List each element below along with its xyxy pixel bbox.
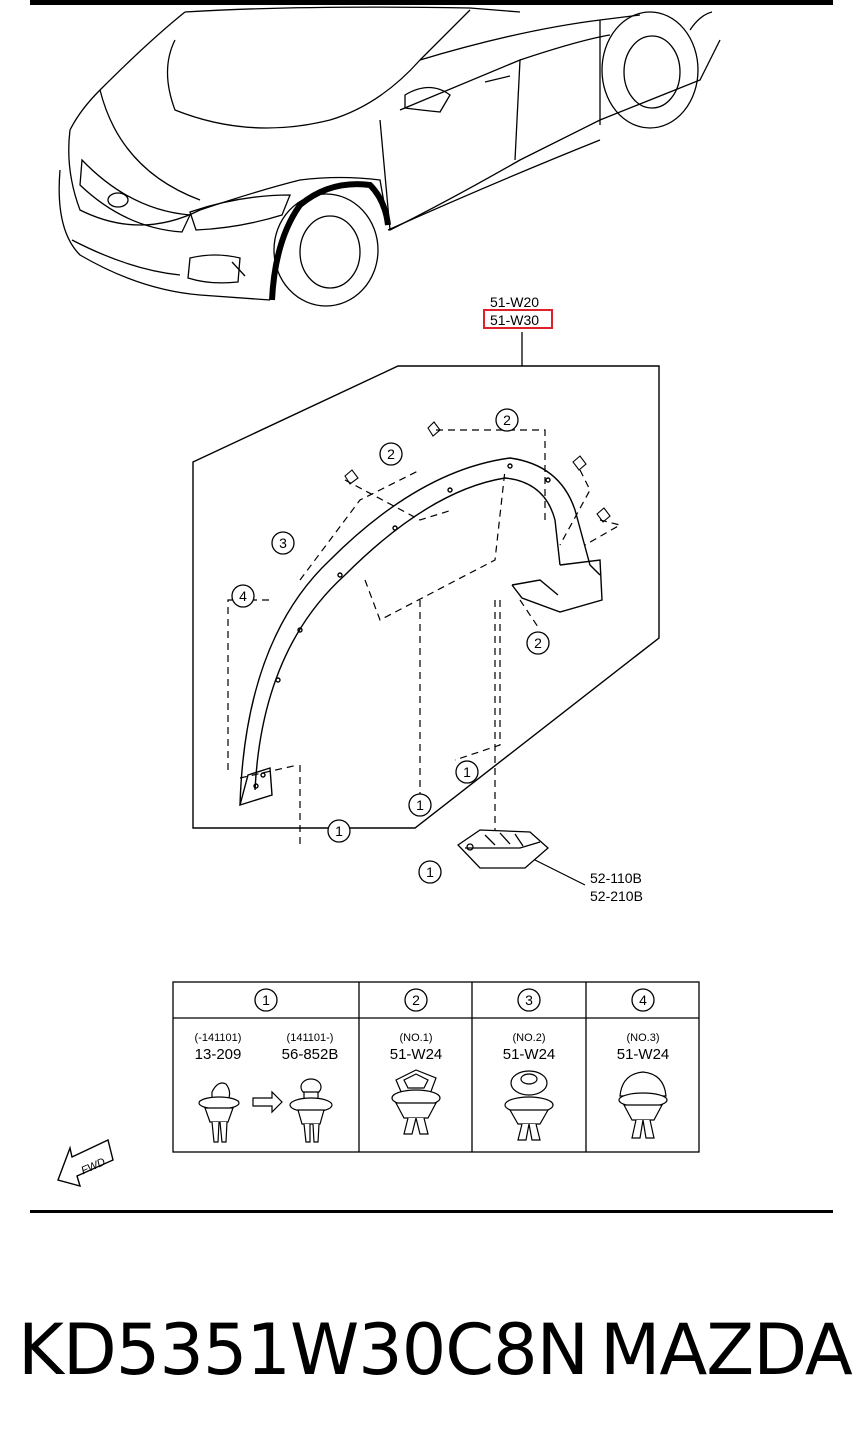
car-illustration (58, 6, 721, 307)
marker-3: 3 (279, 535, 287, 551)
clip-no1-icon (391, 1069, 441, 1135)
push-clip-56-852b-icon (289, 1078, 333, 1143)
cell-part-13-209: 13-209 (195, 1046, 242, 1063)
clip-no3-icon (618, 1071, 668, 1139)
cell-part-no1: 51-W24 (390, 1046, 443, 1063)
marker-2b: 2 (387, 446, 395, 462)
cell-note-56-852b: (141101-) (287, 1032, 334, 1044)
arch-moulding (238, 457, 603, 807)
part-label-51-w20: 51-W20 (490, 294, 539, 310)
dashed-leaders (227, 429, 622, 848)
bottom-rule (30, 1210, 833, 1213)
cell-part-no2: 51-W24 (503, 1046, 556, 1063)
cell-note-no3: (NO.3) (627, 1032, 660, 1044)
part-label-52-110b: 52-110B (590, 870, 642, 886)
table-header-4: 4 (639, 992, 647, 1008)
marker-1b: 1 (416, 797, 424, 813)
marker-2c: 2 (534, 635, 542, 651)
front-arch-moulding-highlight (269, 181, 391, 301)
fastener-illustrations (198, 1069, 668, 1143)
part-label-52-210b: 52-210B (590, 888, 643, 904)
clip-symbols (344, 421, 611, 523)
cell-part-56-852b: 56-852B (282, 1046, 339, 1063)
clip-no2-icon (504, 1070, 554, 1141)
push-clip-13-209-icon (198, 1082, 240, 1143)
cell-note-13-209: (-141101) (195, 1032, 242, 1044)
reference-markers (231, 408, 550, 884)
marker-4: 4 (239, 588, 247, 604)
leader-line-52 (534, 859, 586, 886)
table-header-1: 1 (262, 992, 270, 1008)
fwd-arrow-icon: FWD (57, 1139, 114, 1188)
table-header-2: 2 (412, 992, 420, 1008)
highlight-box (483, 309, 553, 329)
part-number-text: KD5351W30C8N (18, 1309, 589, 1391)
fastener-table (172, 981, 700, 1153)
reference-marker-labels: 2 2 3 4 2 1 1 1 1 (239, 412, 542, 880)
splash-guard-part (457, 829, 549, 869)
exploded-view-frame (192, 365, 660, 829)
marker-1c: 1 (335, 823, 343, 839)
table-cells: (-141101) 13-209 (141101-) 56-852B (NO.1… (195, 1032, 670, 1063)
marker-2a: 2 (503, 412, 511, 428)
replaced-by-arrow-icon (252, 1090, 283, 1114)
top-rule (30, 0, 833, 5)
cell-part-no3: 51-W24 (617, 1046, 670, 1063)
table-header-markers (254, 988, 655, 1012)
marker-1a: 1 (463, 764, 471, 780)
marker-1d: 1 (426, 864, 434, 880)
cell-note-no1: (NO.1) (400, 1032, 433, 1044)
brand-text: MAZDA (600, 1309, 853, 1391)
footer: KD5351W30C8N MAZDA (0, 1300, 864, 1410)
part-label-51-w30: 51-W30 (490, 312, 539, 328)
table-headers: 1 2 3 4 (262, 992, 647, 1008)
cell-note-no2: (NO.2) (513, 1032, 546, 1044)
table-header-3: 3 (525, 992, 533, 1008)
